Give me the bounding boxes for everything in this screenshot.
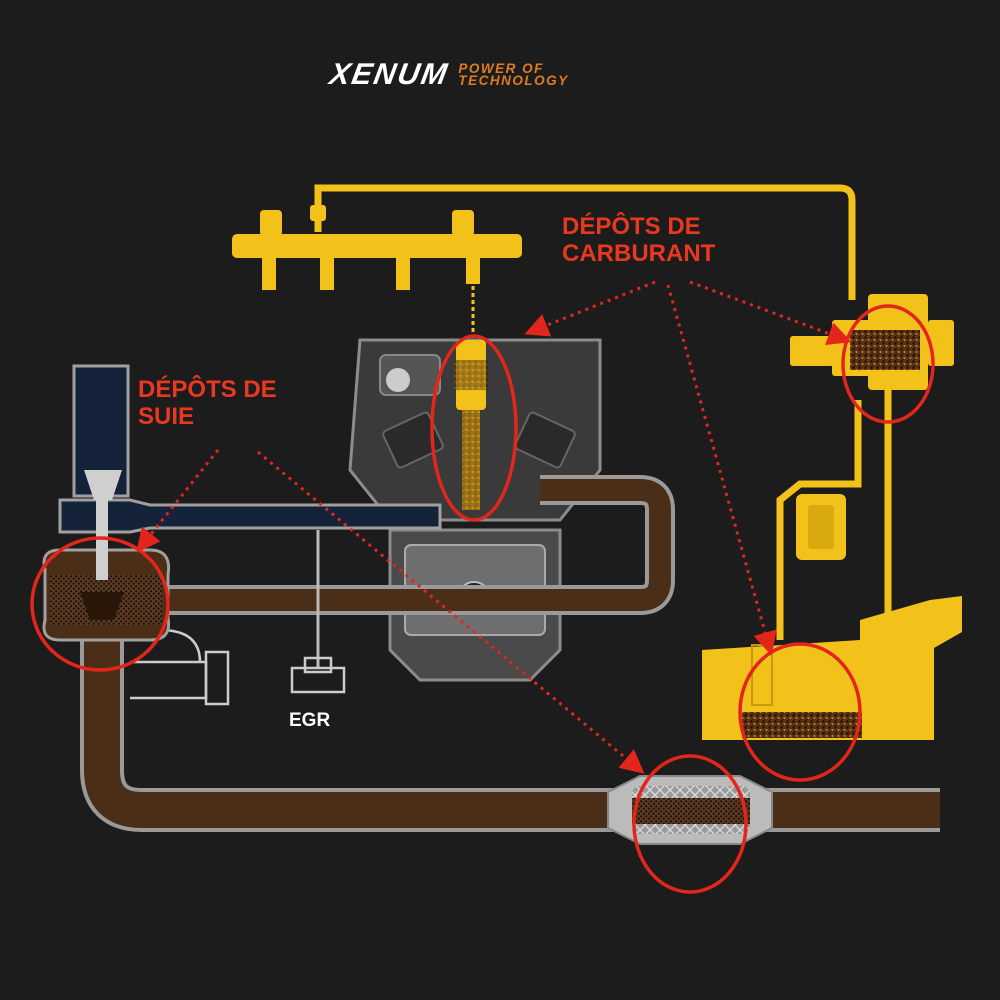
dpf-icon [607, 775, 773, 845]
brand-tagline: POWER OF TECHNOLOGY [458, 61, 569, 88]
common-rail-icon [232, 205, 522, 290]
fuel-filter-icon [796, 494, 846, 560]
brand-name: XENUM [327, 58, 452, 91]
arrow-fuel-to-injector [524, 280, 656, 337]
egr-label: EGR [289, 710, 331, 731]
highlight-injector [430, 334, 518, 522]
arrow-soot-to-turbo [136, 449, 220, 553]
highlight-dpf [632, 754, 748, 894]
arrow-soot-to-dpf [257, 450, 645, 774]
highlight-fuel-pump [841, 304, 935, 424]
injector-icon [454, 340, 488, 510]
highlight-turbo [30, 536, 170, 672]
highlight-fuel-tank [738, 642, 862, 782]
turbocharger-icon [42, 470, 171, 642]
fuel-tank-icon [702, 596, 962, 740]
callout-fuel-deposits: DÉPÔTS DE CARBURANT [562, 213, 716, 267]
callout-soot-deposits: DÉPÔTS DE SUIE [138, 376, 277, 430]
callout-arrows [136, 280, 852, 774]
exhaust-pipe [80, 475, 940, 832]
deposit-highlight-circles [30, 304, 935, 894]
arrow-fuel-to-pump [689, 280, 852, 345]
brand-logo: XENUM POWER OF TECHNOLOGY [327, 58, 628, 92]
arrow-fuel-to-tank [666, 284, 777, 656]
